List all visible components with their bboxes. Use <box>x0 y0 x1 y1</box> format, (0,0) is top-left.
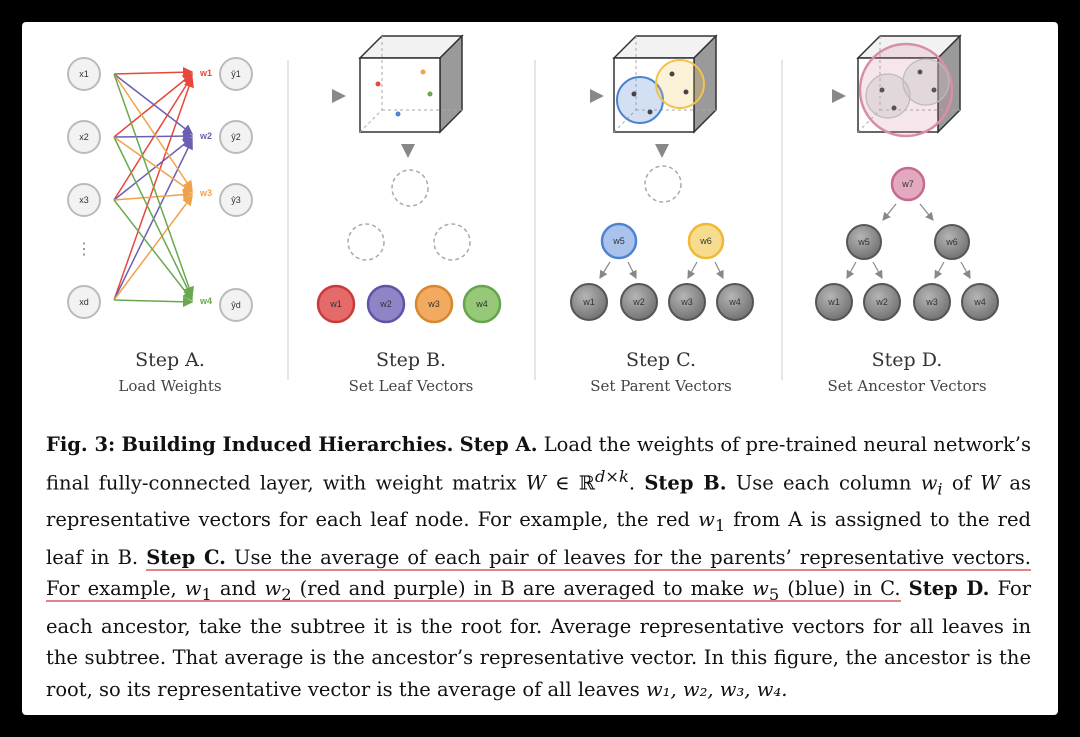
leaf-label: w1 <box>827 297 840 307</box>
step-a-subtitle: Load Weights <box>118 377 221 395</box>
output-label: ŷ3 <box>231 195 241 205</box>
network-edges <box>113 66 194 308</box>
leaf-label: w1 <box>329 299 342 309</box>
watermark: 闲鱼技术 <box>936 690 1040 717</box>
wechat-icon <box>936 690 962 717</box>
leaf-label: w2 <box>632 297 645 307</box>
step-d-title: Step D. <box>872 349 943 371</box>
parent-nodes-d: w5 w6 <box>846 224 970 260</box>
math-w: W <box>525 471 546 494</box>
step-a-label: Step A. <box>459 433 538 456</box>
step-b-subtitle: Set Leaf Vectors <box>349 377 474 395</box>
weight-label-w2: w2 <box>199 131 212 141</box>
output-label: ŷ2 <box>231 132 241 142</box>
math-in: ∈ ℝ <box>555 471 596 494</box>
step-b-title: Step B. <box>376 349 446 371</box>
math-sub: 1 <box>714 516 726 536</box>
output-label: ŷd <box>231 300 241 310</box>
parent-nodes-c: w5 w6 <box>600 222 725 260</box>
math-leaf-list: w₁, w₂, w₃, w₄. <box>645 677 788 701</box>
weight-label-w3: w3 <box>199 188 212 198</box>
empty-root-node <box>644 165 682 203</box>
leaf-nodes-b: w1 w2 w3 w4 <box>316 284 502 324</box>
watermark-text: 闲鱼技术 <box>968 694 1040 716</box>
input-nodes: x1 x2 x3 ⋮ xd <box>67 57 101 319</box>
step-a-title: Step A. <box>135 349 205 371</box>
figure-caption: Fig. 3: Building Induced Hierarchies. St… <box>46 433 1032 701</box>
math-sub: 5 <box>768 585 780 605</box>
caption-text: (blue) in C. <box>787 577 901 601</box>
input-label: xd <box>79 297 89 307</box>
leaf-nodes-c: w1 w2 w3 w4 <box>570 283 754 321</box>
leaf-label: w1 <box>582 297 595 307</box>
tree-edges-d <box>846 203 971 280</box>
math-w1: w <box>698 508 715 532</box>
input-node <box>67 57 101 91</box>
figure-card: x1 x2 x3 ⋮ xd w1 w2 w3 w4 ŷ1 ŷ2 ŷ3 ŷd St… <box>22 22 1058 715</box>
math-sub: 1 <box>201 585 212 605</box>
input-ellipsis: ⋮ <box>76 241 92 258</box>
parent-label: w6 <box>945 237 958 247</box>
caption-text: as representative vectors for each leaf … <box>46 471 1032 532</box>
input-label: x3 <box>79 195 89 205</box>
caption-text: (red and purple) in B are averaged to ma… <box>299 577 745 601</box>
cube-d <box>856 34 962 138</box>
leaf-label: w2 <box>379 299 392 309</box>
step-c-label: Step C. <box>146 545 226 569</box>
math-w1: w <box>184 577 202 601</box>
math-w: W <box>980 471 1001 494</box>
root-node-d: w7 <box>890 166 926 202</box>
root-label: w7 <box>901 179 914 189</box>
empty-parent-node <box>347 223 385 261</box>
step-d-label: Step D. <box>908 577 990 601</box>
hierarchy-diagram: x1 x2 x3 ⋮ xd w1 w2 w3 w4 ŷ1 ŷ2 ŷ3 ŷd St… <box>67 34 999 395</box>
leaf-label: w2 <box>875 297 888 307</box>
math-w5: w <box>752 577 769 601</box>
input-node <box>67 285 101 319</box>
leaf-label: w3 <box>680 297 693 307</box>
caption-text: Use the average of each pair of leaves f… <box>234 545 1031 569</box>
fig-number: Fig. 3: <box>46 433 116 456</box>
step-d-subtitle: Set Ancestor Vectors <box>827 377 986 395</box>
parent-label: w5 <box>612 236 625 246</box>
parent-label: w6 <box>699 236 712 246</box>
leaf-nodes-d: w1 w2 w3 w4 <box>815 283 999 321</box>
highlight-underline: Step C. Use the average of each pair of … <box>46 545 1031 605</box>
empty-root-node <box>391 169 429 207</box>
cube-b <box>358 34 464 134</box>
cube-c <box>612 34 718 134</box>
parent-label: w5 <box>857 237 870 247</box>
input-node <box>67 120 101 154</box>
math-wi: w <box>920 471 938 494</box>
caption-text: For each ancestor, take the subtree it i… <box>46 577 1032 701</box>
input-label: x2 <box>79 132 89 142</box>
empty-parent-node <box>433 223 471 261</box>
output-label: ŷ1 <box>231 69 241 79</box>
leaf-label: w4 <box>973 297 986 307</box>
step-c-subtitle: Set Parent Vectors <box>590 377 731 395</box>
caption-text: Use each column <box>735 471 912 494</box>
leaf-label: w4 <box>728 297 741 307</box>
step-b-label: Step B. <box>644 471 727 494</box>
math-w2: w <box>264 577 282 601</box>
weight-label-w4: w4 <box>199 296 212 306</box>
output-nodes: ŷ1 ŷ2 ŷ3 ŷd <box>219 57 253 322</box>
caption-text: For example, <box>46 577 177 601</box>
math-sub: 2 <box>281 585 292 605</box>
weight-label-w1: w1 <box>199 68 212 78</box>
caption-text: of <box>951 471 971 494</box>
caption-text: from A is assigned to the red leaf in B. <box>46 508 1031 569</box>
math-sup: d×k <box>595 466 629 486</box>
caption-text: and <box>219 577 257 601</box>
input-label: x1 <box>79 69 89 79</box>
caption-title: Building Induced Hierarchies. <box>121 433 454 456</box>
leaf-label: w4 <box>475 299 488 309</box>
input-node <box>67 183 101 217</box>
step-c-title: Step C. <box>626 349 696 371</box>
leaf-label: w3 <box>427 299 440 309</box>
caption-text: Load the weights of pre-trained neural n… <box>46 433 1032 494</box>
tree-edges-c <box>599 261 724 280</box>
leaf-label: w3 <box>925 297 938 307</box>
math-sub: i <box>937 478 943 498</box>
